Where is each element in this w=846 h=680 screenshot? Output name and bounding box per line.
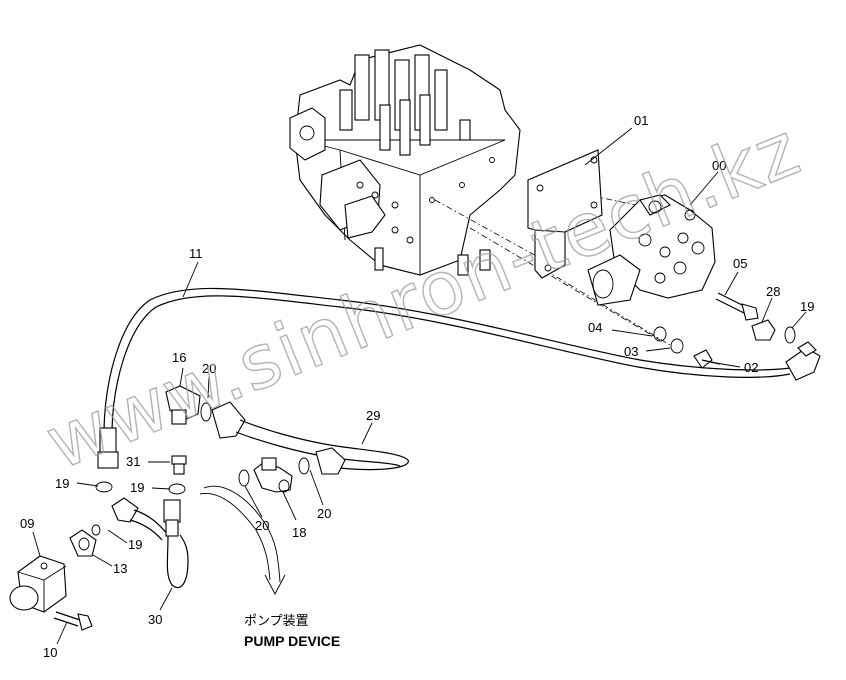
leader-lines [32,127,807,645]
callout-16: 16 [172,350,186,365]
o-ring-19 [91,524,101,536]
callout-20-right: 20 [317,506,331,521]
pump-device-label-jp: ポンプ装置 [244,614,309,629]
callout-19-lower: 19 [128,537,142,552]
elbow-16 [165,385,201,425]
fitting-31 [171,455,187,475]
mounting-bracket [527,149,603,279]
callout-04: 04 [588,320,602,335]
alignment-line [469,227,661,341]
callout-00: 00 [712,158,726,173]
callout-31: 31 [126,454,140,469]
alignment-line [434,199,541,259]
callout-03: 03 [624,344,638,359]
callout-19-left: 19 [55,476,69,491]
hose-30 [111,497,189,589]
bolt-05 [715,292,759,321]
hose-11 [97,287,821,469]
callout-11: 11 [189,246,203,261]
callout-01: 01 [634,113,648,128]
callout-10: 10 [43,645,57,660]
pump-device-label: PUMP DEVICE [244,633,340,649]
callout-29: 29 [366,408,380,423]
block-09 [9,555,67,613]
tee-fitting-18 [253,457,293,493]
o-ring-19 [95,481,113,493]
callout-19-mid: 19 [130,480,144,495]
pilot-valve [587,194,716,306]
bolt-02 [693,349,721,369]
o-ring-20 [238,469,250,487]
o-ring-20 [200,402,212,422]
alignment-line [544,269,671,346]
control-valve-assembly [289,44,521,276]
washer-04 [653,326,667,342]
callout-02: 02 [744,360,758,375]
o-ring-19 [784,326,796,344]
callout-13: 13 [113,561,127,576]
callout-20-upper: 20 [202,361,216,376]
hose-29 [211,401,409,475]
fitting-13 [69,529,97,557]
washer-03 [670,338,684,354]
callout-05: 05 [733,256,747,271]
o-ring-20 [298,457,310,475]
callout-28: 28 [766,284,780,299]
fitting-28 [751,319,776,341]
callout-20-lower: 20 [255,518,269,533]
callout-19-top: 19 [800,299,814,314]
callout-18: 18 [292,525,306,540]
callout-09: 09 [20,516,34,531]
pump-device-pointer [199,485,286,595]
bolt-10 [53,611,93,631]
o-ring-19 [168,483,186,495]
callout-30: 30 [148,612,162,627]
